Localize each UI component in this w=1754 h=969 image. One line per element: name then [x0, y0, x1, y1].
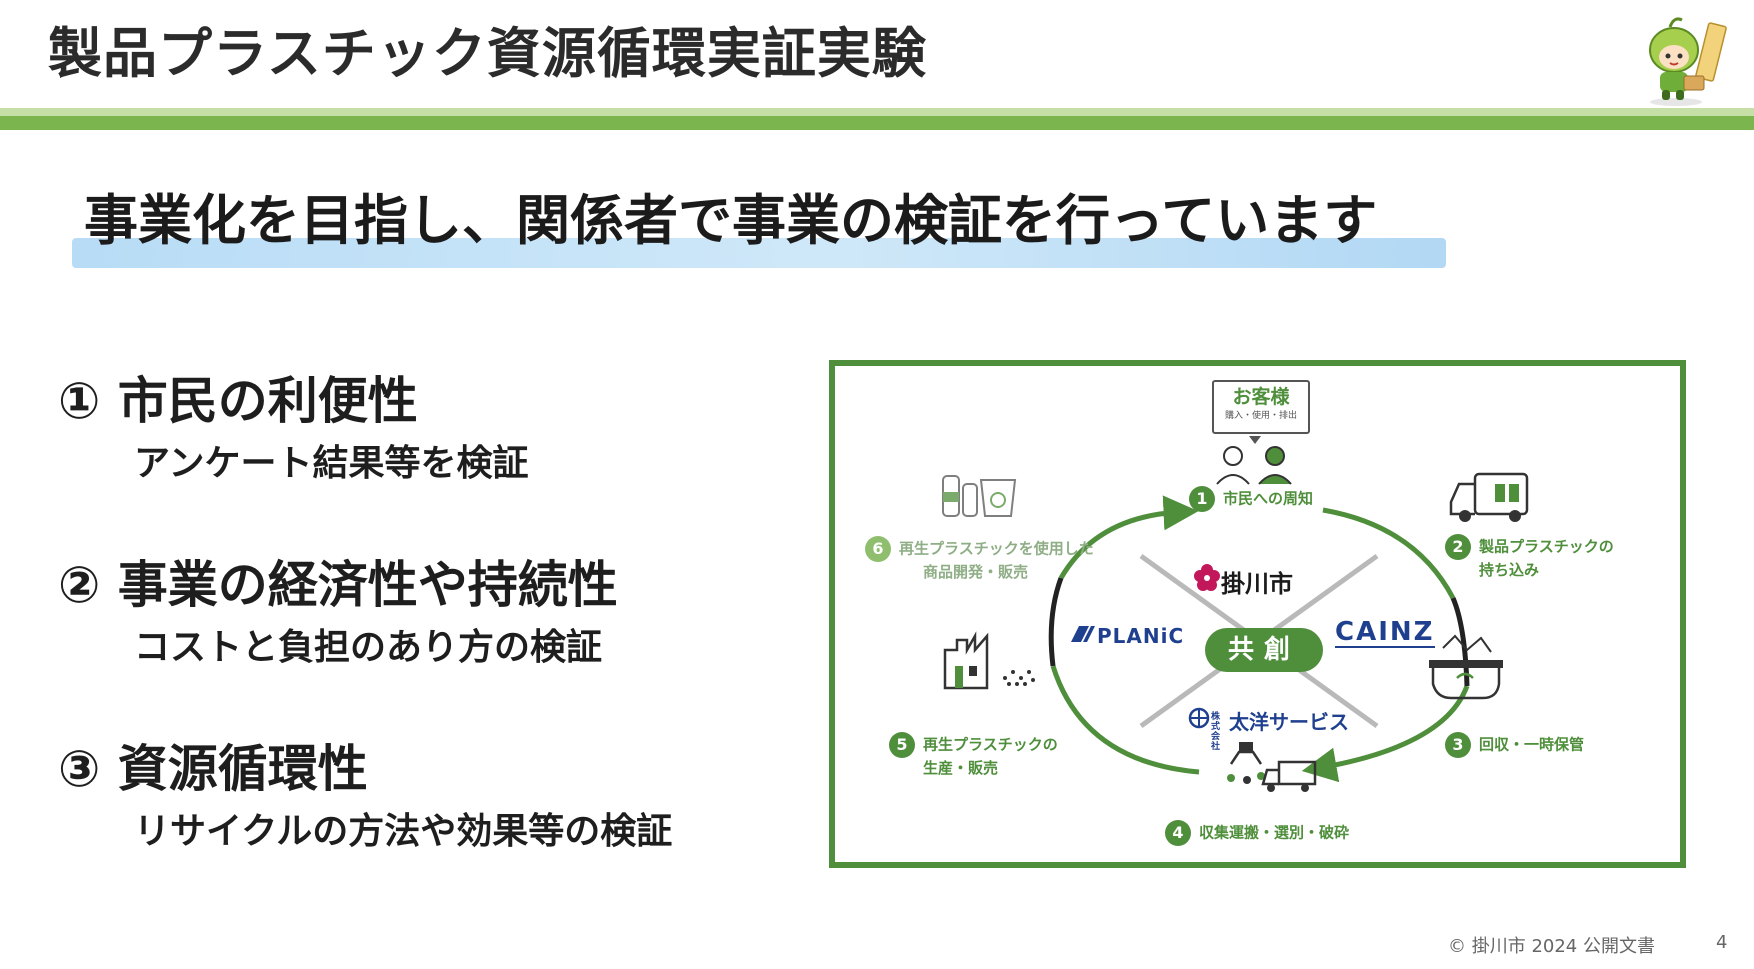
step-label-line2: 持ち込み [1479, 561, 1540, 579]
step-label: 再生プラスチックの [923, 735, 1058, 754]
people-icon [1216, 446, 1292, 485]
point-2: ② 事業の経済性や持続性 コストと負担のあり方の検証 [58, 554, 618, 672]
point-detail: リサイクルの方法や効果等の検証 [134, 811, 673, 852]
step-label-line2: 生産・販売 [923, 759, 999, 777]
recycling-bin-icon [1429, 634, 1503, 700]
point-heading: ③ 資源循環性 [58, 740, 368, 798]
step-number: 2 [1445, 534, 1471, 560]
step-2: 2 製品プラスチックの 持ち込み [1445, 534, 1614, 580]
copyright-text: © 掛川市 2024 公開文書 [1448, 936, 1655, 957]
taiyo-service-logo: 太洋サービス [1229, 710, 1349, 734]
point-heading: ① 市民の利便性 [58, 372, 418, 430]
cycle-arc-left-upper [1058, 495, 1199, 580]
step-number: 4 [1165, 820, 1191, 846]
taiyo-prefix: 株式会社 [1211, 712, 1221, 752]
planic-logo: PLANiC [1097, 624, 1185, 648]
taiyo-service-mark-icon [1188, 707, 1210, 729]
header-band-light [0, 108, 1754, 116]
sorting-crushing-icon [1227, 742, 1317, 792]
point-1: ① 市民の利便性 アンケート結果等を検証 [58, 370, 529, 488]
step-number: 1 [1189, 486, 1215, 512]
kakegawa-city-mark-icon [1194, 564, 1220, 591]
point-detail: アンケート結果等を検証 [134, 443, 529, 484]
step-4: 4 収集運搬・選別・破砕 [1165, 820, 1349, 846]
step-5: 5 再生プラスチックの 生産・販売 [889, 732, 1058, 778]
cycle-arc-right-lower [1301, 685, 1470, 783]
header-band-dark [0, 116, 1754, 130]
step-label: 回収・一時保管 [1479, 735, 1585, 754]
page-number: 4 [1716, 932, 1728, 953]
customer-subtitle: 購入・使用・排出 [1224, 411, 1297, 421]
subtitle-highlight [72, 238, 1446, 268]
cocreation-diagram: お客様 購入・使用・排出 掛川市 PLANiC CAINZ 株式会社 太洋サービ… [829, 360, 1686, 868]
point-heading: ② 事業の経済性や持続性 [58, 556, 618, 614]
step-label: 市民への周知 [1223, 489, 1314, 508]
page-title: 製品プラスチック資源循環実証実験 [48, 22, 927, 85]
subtitle-block: 事業化を目指し、関係者で事業の検証を行っています [72, 186, 1446, 268]
customer-callout: お客様 購入・使用・排出 [1212, 380, 1310, 434]
cycle-arc-right [1322, 507, 1456, 600]
point-3: ③ 資源循環性 リサイクルの方法や効果等の検証 [58, 738, 672, 856]
cocreation-badge: 共創 [1205, 628, 1323, 672]
point-detail: コストと負担のあり方の検証 [134, 627, 603, 668]
plastic-bottles-icon [942, 475, 1017, 517]
cycle-arc-left [1050, 665, 1200, 775]
step-label-line2: 商品開発・販売 [923, 563, 1029, 581]
mascot-icon [1649, 17, 1727, 106]
step-6: 6 再生プラスチックを使用した 商品開発・販売 [865, 536, 1094, 582]
kakegawa-city-logo: 掛川市 [1221, 570, 1293, 598]
step-number: 6 [865, 536, 891, 562]
step-label: 製品プラスチックの [1479, 537, 1614, 556]
subtitle: 事業化を目指し、関係者で事業の検証を行っています [84, 189, 1378, 252]
cainz-logo: CAINZ [1335, 617, 1435, 648]
step-label: 収集運搬・選別・破砕 [1199, 823, 1350, 842]
planic-mark-icon [1071, 626, 1095, 642]
factory-icon [943, 631, 1035, 690]
customer-title: お客様 [1232, 386, 1290, 408]
delivery-truck-icon [1449, 472, 1529, 522]
step-number: 3 [1445, 732, 1471, 758]
cycle-graphic [942, 436, 1529, 792]
step-label: 再生プラスチックを使用した [899, 539, 1094, 558]
step-number: 5 [889, 732, 915, 758]
step-1: 1 市民への周知 [1189, 486, 1313, 512]
step-3: 3 回収・一時保管 [1445, 732, 1584, 758]
